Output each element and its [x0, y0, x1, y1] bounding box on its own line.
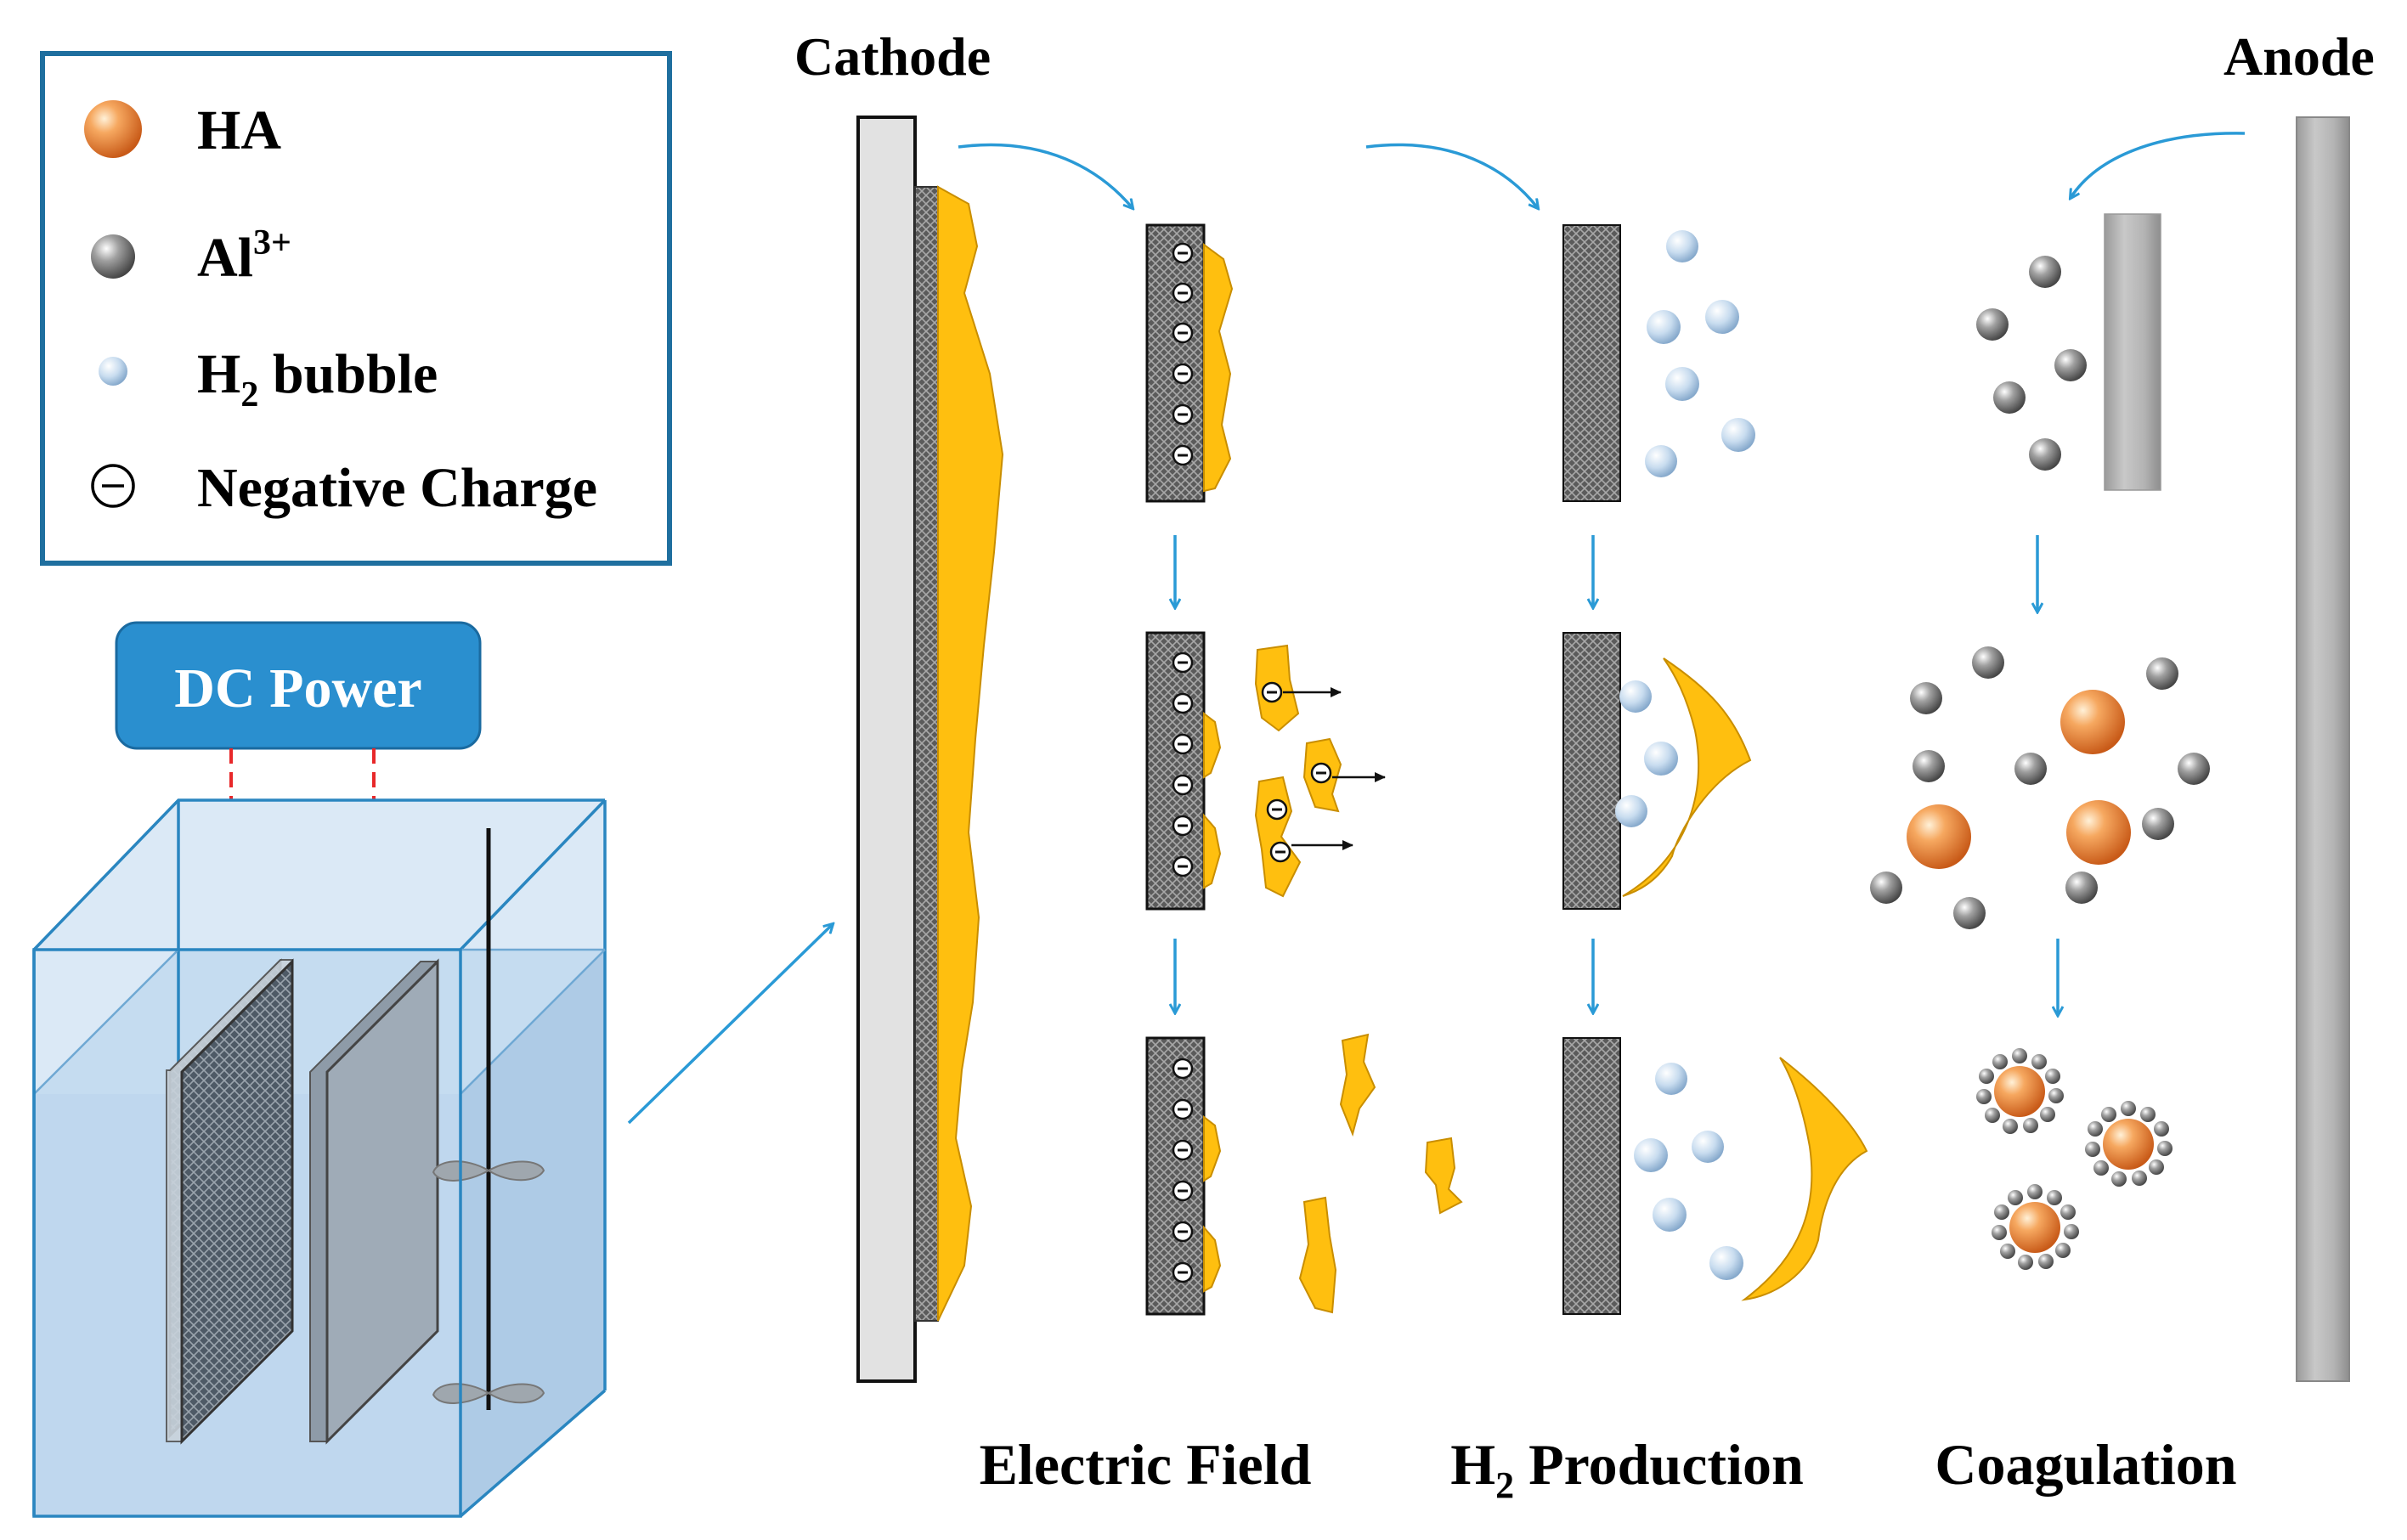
ef-detached-floc-1 [1339, 1033, 1376, 1137]
ha-legend-icon [84, 100, 142, 158]
h2-bubbles-1 [1645, 230, 1755, 477]
anode-title: Anode [2223, 26, 2375, 87]
tank-anode-plate [309, 958, 439, 1445]
dc-power-label: DC Power [174, 657, 421, 719]
mixing-particles [1870, 646, 2210, 929]
cathode-floc-layer [937, 185, 1004, 1322]
h2-electrode-1 [1562, 224, 1755, 502]
legend-frame [40, 51, 672, 566]
h2-bubbles-2 [1615, 680, 1678, 827]
ef-detached-floc-3 [1298, 1196, 1337, 1314]
ef-detached-floc-2 [1424, 1137, 1463, 1215]
dc-power-box: DC Power [115, 621, 482, 750]
legend: HA Al3+ H2 bubble Negative Charge [40, 51, 672, 566]
tank-front-edges [32, 948, 607, 1518]
ef-charges-2 [1172, 652, 1194, 877]
ef-electrode-1 [1145, 223, 1234, 503]
h2-floc-detached-3 [1741, 1057, 1868, 1301]
ef-drift-charges [1261, 681, 1332, 863]
stage-label-h2-production: H2 Production [1450, 1432, 1804, 1506]
stage-label-coagulation: Coagulation [1935, 1432, 2236, 1497]
h2-bubbles-3 [1634, 1063, 1743, 1280]
ef-electrode-3 [1145, 1033, 1463, 1316]
h2-electrode-3 [1562, 1037, 1868, 1315]
bubble-legend-icon [99, 357, 127, 386]
al-ions-released [1976, 256, 2087, 471]
ef-electrode-2 [1145, 631, 1386, 911]
negative-charge-legend-icon [91, 464, 135, 508]
coag-down-arrows [2037, 535, 2058, 1015]
legend-negative-charge-label: Negative Charge [197, 457, 597, 519]
electric-field-column [1145, 223, 1463, 1316]
legend-bubble-label: H2 bubble [197, 343, 438, 415]
stirrer [432, 828, 545, 1410]
legend-ha-label: HA [197, 99, 281, 161]
floc-cluster-1 [1976, 1048, 2064, 1134]
ef-charges-3 [1172, 1058, 1194, 1283]
big-cathode [856, 116, 1004, 1383]
h2-floc-lifted-2 [1622, 657, 1752, 897]
stage-label-electric-field: Electric Field [980, 1432, 1312, 1497]
big-anode [2296, 116, 2350, 1382]
coagulated-flocs [1976, 1048, 2173, 1270]
ef-force-arrows [1283, 687, 1386, 850]
floc-cluster-3 [1992, 1184, 2079, 1270]
al-legend-icon [91, 234, 135, 279]
zoom-arrow [627, 924, 833, 1125]
ef-floc-c [1254, 776, 1302, 898]
coag-anode-plate [2104, 213, 2161, 491]
tank-cathode-plate [166, 958, 294, 1445]
legend-al-label: Al3+ [197, 223, 291, 289]
h2-electrode-2 [1562, 632, 1752, 910]
flow-arrows-top [958, 132, 2246, 208]
coagulation-column [1870, 213, 2210, 1270]
cathode-title: Cathode [794, 26, 991, 87]
h2-production-column [1562, 224, 1868, 1315]
ef-charges-1 [1172, 242, 1194, 466]
floc-cluster-2 [2085, 1101, 2173, 1187]
